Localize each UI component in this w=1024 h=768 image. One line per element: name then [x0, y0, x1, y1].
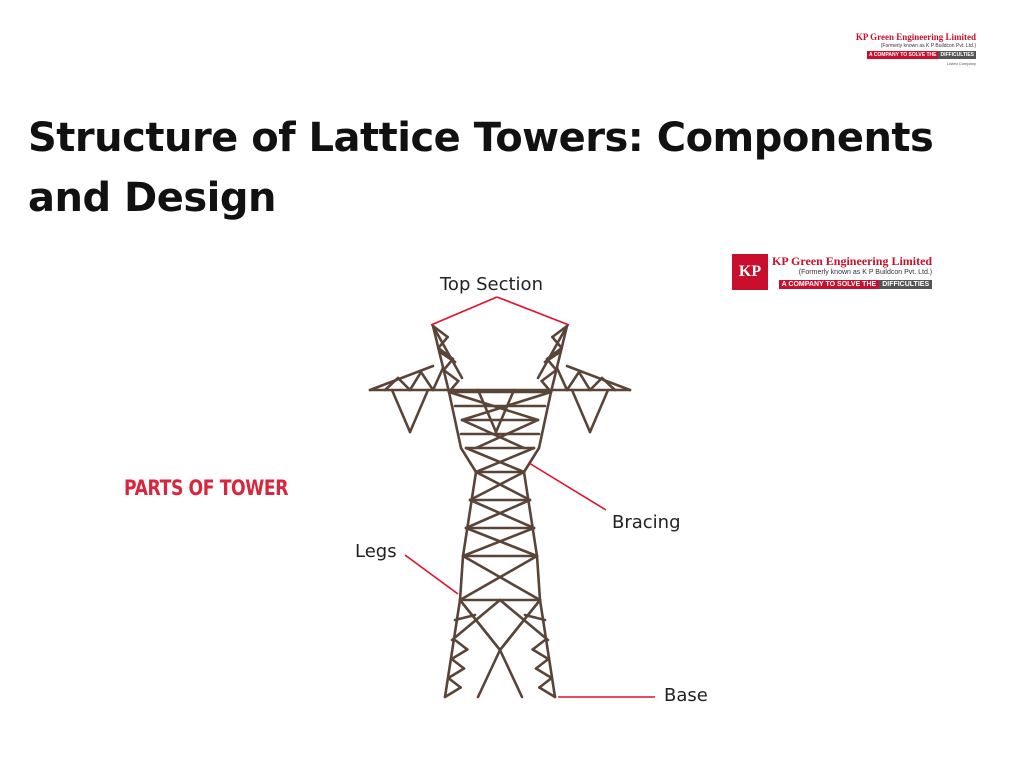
- company-tagline: A COMPANY TO SOLVE THE DIFFICULTIES: [778, 280, 933, 289]
- tower-member: [577, 370, 592, 392]
- tower-member: [461, 526, 536, 558]
- tower-member: [498, 598, 542, 652]
- company-formerly: (Formerly known as K P Buildcon Pvt. Ltd…: [798, 269, 933, 276]
- label-base: Base: [664, 685, 708, 706]
- tower-member: [551, 324, 569, 339]
- tower-member: [494, 388, 516, 434]
- company-logo-header: KP Green Engineering Limited (Formerly k…: [826, 32, 976, 66]
- tower-member: [443, 686, 462, 699]
- tower-member: [538, 676, 553, 689]
- leader-top-section-right: [496, 296, 570, 326]
- tower-member: [588, 376, 604, 392]
- tower-member: [461, 554, 542, 602]
- tower-member: [570, 388, 592, 434]
- tower-member: [538, 598, 557, 699]
- company-tagline: A COMPANY TO SOLVE THE DIFFICULTIES: [866, 51, 976, 59]
- tower-member: [450, 598, 502, 642]
- tower-member: [368, 364, 435, 392]
- label-legs: Legs: [355, 541, 397, 562]
- tower-member: [431, 366, 445, 392]
- tower-member: [383, 376, 400, 392]
- tower-member: [464, 498, 532, 530]
- tower-member: [565, 370, 581, 392]
- tagline-red: A COMPANY TO SOLVE THE: [866, 51, 939, 59]
- tower-member: [545, 346, 563, 361]
- company-logo-diagram: KP KP Green Engineering Limited (Formerl…: [732, 254, 933, 290]
- tower-member: [443, 598, 462, 699]
- tower-member: [498, 648, 524, 699]
- tower-member: [476, 648, 502, 699]
- tower-member: [531, 648, 550, 661]
- tower-member: [458, 554, 465, 602]
- tower-member: [555, 366, 569, 392]
- tower-member: [390, 388, 412, 434]
- tower-member: [551, 335, 563, 350]
- tower-member: [458, 598, 502, 652]
- tower-member: [450, 657, 466, 670]
- tower-member: [447, 390, 463, 450]
- tower-member: [447, 379, 460, 394]
- listed-company-note: Listed Company: [947, 61, 976, 66]
- tower-member: [474, 470, 532, 502]
- tower-member: [431, 324, 464, 380]
- tower-member: [534, 667, 553, 680]
- tower-member: [458, 554, 539, 602]
- tower-member: [437, 335, 449, 350]
- tower-member: [442, 357, 455, 372]
- label-top-section: Top Section: [439, 274, 543, 295]
- tower-member: [396, 376, 412, 392]
- company-formerly: (Formerly known as K P Buildcon Pvt. Ltd…: [880, 43, 976, 49]
- leader-legs: [404, 554, 459, 595]
- tower-member: [431, 324, 451, 394]
- tower-member: [408, 370, 423, 392]
- tower-member: [588, 388, 610, 434]
- company-name: KP Green Engineering Limited: [772, 254, 933, 268]
- tower-member: [600, 376, 617, 392]
- tower-member: [540, 379, 553, 394]
- tower-member: [447, 676, 462, 689]
- tower-drawing: [368, 324, 632, 699]
- leader-bracing: [528, 462, 607, 511]
- tower-member: [540, 368, 558, 383]
- slide-title: Structure of Lattice Towers: Components …: [28, 115, 934, 221]
- tower-member: [565, 364, 632, 392]
- tower-member: [461, 470, 478, 558]
- tower-member: [468, 470, 526, 502]
- tower-member: [538, 686, 557, 699]
- leader-top-section-left: [430, 296, 498, 326]
- tower-member: [537, 390, 553, 450]
- tower-member: [545, 357, 558, 372]
- tower-member: [464, 446, 526, 474]
- tower-member: [431, 324, 449, 339]
- leader-lines: [404, 296, 655, 698]
- tower-member: [536, 324, 569, 380]
- kp-logo-icon: KP: [732, 254, 768, 290]
- tower-member: [442, 368, 460, 383]
- tower-member: [450, 648, 469, 661]
- company-name: KP Green Engineering Limited: [855, 32, 976, 42]
- tower-member: [453, 638, 469, 651]
- tagline-red: A COMPANY TO SOLVE THE: [778, 280, 880, 289]
- tower-member: [408, 388, 430, 434]
- tagline-grey: DIFFICULTIES: [879, 280, 933, 289]
- tower-member: [437, 346, 455, 361]
- tower-member: [549, 324, 569, 394]
- tower-member: [447, 667, 466, 680]
- tower-member: [474, 446, 536, 474]
- tower-member: [535, 554, 542, 602]
- tower-member: [459, 446, 478, 474]
- tower-member: [522, 470, 539, 558]
- parts-of-tower-heading: PARTS OF TOWER: [124, 476, 289, 500]
- tower-member: [523, 613, 547, 622]
- tower-member: [534, 657, 550, 670]
- label-bracing: Bracing: [612, 512, 681, 533]
- tower-member: [419, 370, 435, 392]
- tower-member: [468, 498, 536, 530]
- tower-member: [531, 638, 547, 651]
- tagline-grey: DIFFICULTIES: [938, 51, 976, 59]
- tower-member: [453, 613, 477, 622]
- tower-member: [522, 446, 541, 474]
